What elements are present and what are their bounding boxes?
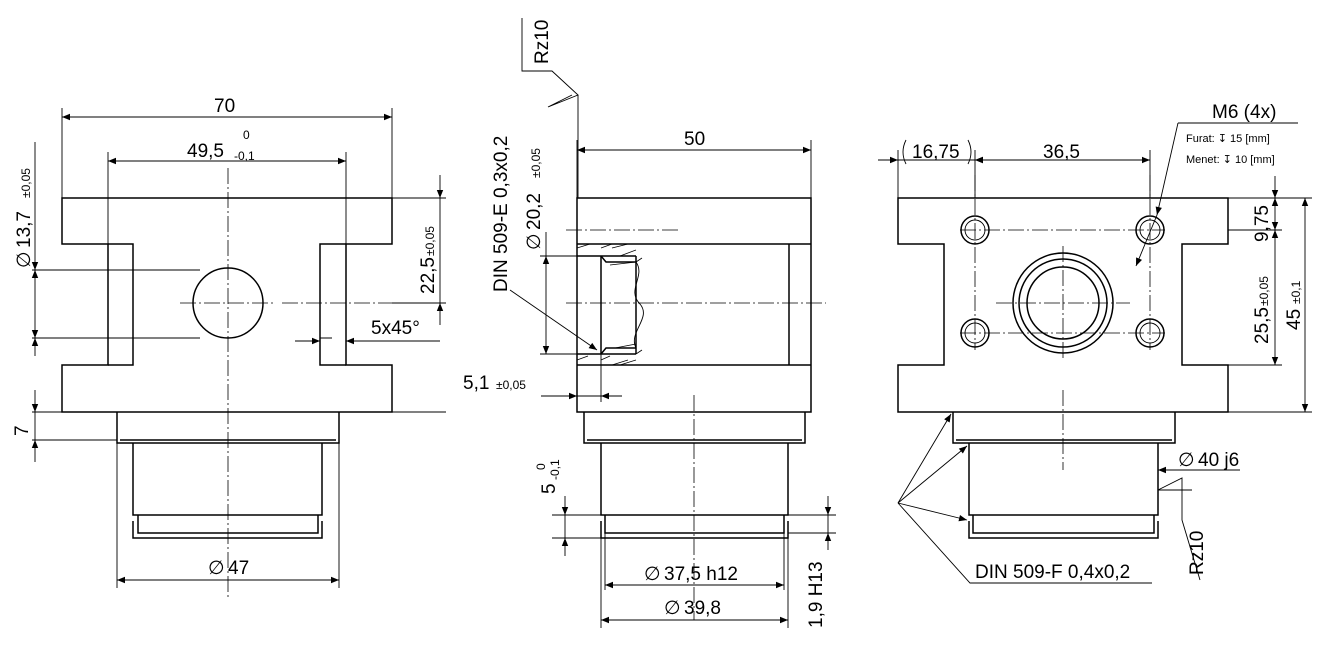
top-view-shaft [952, 412, 1176, 539]
side-dim-bore-group: ∅ 20,2 ±0,05 [524, 148, 545, 250]
side-extension-lines [540, 140, 836, 628]
front-dim-height-group: 22,5 ±0,05 [418, 226, 439, 294]
front-dim-bore: 13,7 [14, 211, 35, 248]
top-dim-offset-parens [902, 139, 972, 165]
top-dim-shaft-dia-symbol: ∅ [1178, 450, 1195, 471]
front-dim-bottom-dia: 47 [228, 558, 249, 579]
top-view: Rz10 M6 (4x) Furat: ↧ 15 [mm] Menet: ↧ 1… [878, 102, 1312, 584]
side-dim-bore-tol: ±0,05 [529, 148, 543, 178]
side-view-break [633, 261, 644, 349]
top-dim-hole-spacing-group: 25,5 ±0,05 [1252, 276, 1273, 344]
front-dim-chamfer: 5x45° [371, 318, 420, 339]
side-dim-groove-pos-group: 5 0 -0,1 [534, 459, 562, 494]
side-dim-groove-width: 1,9 H13 [806, 561, 827, 628]
front-dim-height: 22,5 [418, 257, 439, 294]
top-thread-callout: M6 (4x) [1212, 102, 1276, 123]
top-dim-total-height-group: 45 ±0,1 [1284, 280, 1305, 330]
side-view-outline [576, 197, 812, 413]
front-dim-inner: 49,5 [187, 141, 224, 162]
side-view-section [577, 255, 637, 355]
side-undercut-group: DIN 509-E 0,3x0,2 [491, 136, 512, 292]
top-undercut-leader-base [897, 502, 1152, 584]
side-dim-length: 50 [684, 129, 705, 150]
side-roughness: Rz10 [532, 20, 553, 64]
side-view-hatch [576, 243, 643, 366]
top-undercut-leader-2 [897, 445, 968, 504]
top-roughness-group: Rz10 [1187, 531, 1208, 575]
side-dim-groove-pos: 5 [539, 483, 560, 494]
side-dim-groove-width-group: 1,9 H13 [806, 561, 827, 628]
side-roughness-symbol [521, 18, 579, 198]
top-drill-depth: Furat: ↧ 15 [mm] [1186, 133, 1270, 145]
front-view-outline [61, 197, 393, 413]
side-undercut-note: DIN 509-E 0,3x0,2 [491, 136, 512, 292]
top-centerlines [960, 175, 1165, 470]
thread-callout-leader-2 [1135, 214, 1158, 267]
top-dim-shaft-dia: 40 j6 [1198, 450, 1239, 471]
top-dim-hole-top-group: 9,75 [1252, 205, 1273, 242]
top-thread-depth: Menet: ↧ 10 [mm] [1186, 154, 1275, 166]
front-dim-inner-tol-upper: 0 [243, 128, 250, 142]
side-view-section-chamfer [600, 255, 636, 355]
side-dim-shaft-dia: 39,8 [684, 598, 721, 619]
top-dim-hole-spacing-tol: ±0,05 [1257, 276, 1271, 306]
top-dim-hole-spacing: 25,5 [1252, 307, 1273, 344]
top-undercut-leader-3 [897, 502, 968, 522]
front-dim-step: 7 [12, 425, 33, 436]
side-dim-depth: 5,1 [463, 373, 489, 394]
side-roughness-group: Rz10 [532, 20, 553, 64]
top-extension-lines [897, 150, 1312, 491]
side-dim-groove-pos-tol-upper: 0 [534, 463, 548, 470]
top-dim-spacing: 36,5 [1043, 142, 1080, 163]
top-dim-total-height-tol: ±0,1 [1289, 280, 1303, 304]
front-dim-bore-group: ∅ 13,7 ±0,05 [14, 168, 35, 268]
front-dim-height-tol: ±0,05 [423, 226, 437, 256]
side-dim-bore-symbol: ∅ [524, 233, 545, 250]
front-view-slot-right [319, 243, 346, 366]
front-dim-bottom-dia-symbol: ∅ [208, 558, 225, 579]
front-dim-width: 70 [214, 96, 235, 117]
front-view: 70 49,5 0 -0,1 ∅ 13,7 ±0,05 22,5 ±0,05 5… [12, 96, 446, 600]
top-undercut-note: DIN 509-F 0,4x0,2 [975, 562, 1130, 583]
front-dim-inner-tol-lower: -0,1 [234, 149, 255, 163]
front-view-slot-left [108, 243, 134, 366]
top-dim-offset: 16,75 [912, 142, 960, 163]
side-view-shaft [583, 412, 806, 539]
front-dim-bore-tol: ±0,05 [19, 168, 33, 198]
side-view: Rz10 50 DIN 509-E 0,3x0,2 ∅ 20,2 ±0,05 5… [463, 18, 836, 628]
side-dim-groove-dia-symbol: ∅ [644, 564, 661, 585]
top-dim-total-height: 45 [1284, 309, 1305, 330]
side-dim-groove-dia: 37,5 h12 [664, 564, 738, 585]
front-dim-bore-symbol: ∅ [14, 251, 35, 268]
thread-callout-leader [1155, 122, 1179, 216]
top-roughness-symbol [1157, 477, 1201, 581]
side-dim-bore: 20,2 [524, 193, 545, 230]
side-dim-groove-pos-tol-lower: -0,1 [548, 459, 562, 480]
top-roughness: Rz10 [1187, 531, 1208, 575]
side-undercut-leader [509, 289, 598, 351]
top-undercut-leader-1 [897, 413, 952, 504]
side-dim-shaft-dia-symbol: ∅ [664, 598, 681, 619]
top-dim-hole-top: 9,75 [1252, 205, 1273, 242]
front-extension-lines [32, 108, 446, 588]
side-dim-depth-tol: ±0,05 [496, 378, 526, 392]
front-dim-step-group: 7 [12, 425, 33, 436]
